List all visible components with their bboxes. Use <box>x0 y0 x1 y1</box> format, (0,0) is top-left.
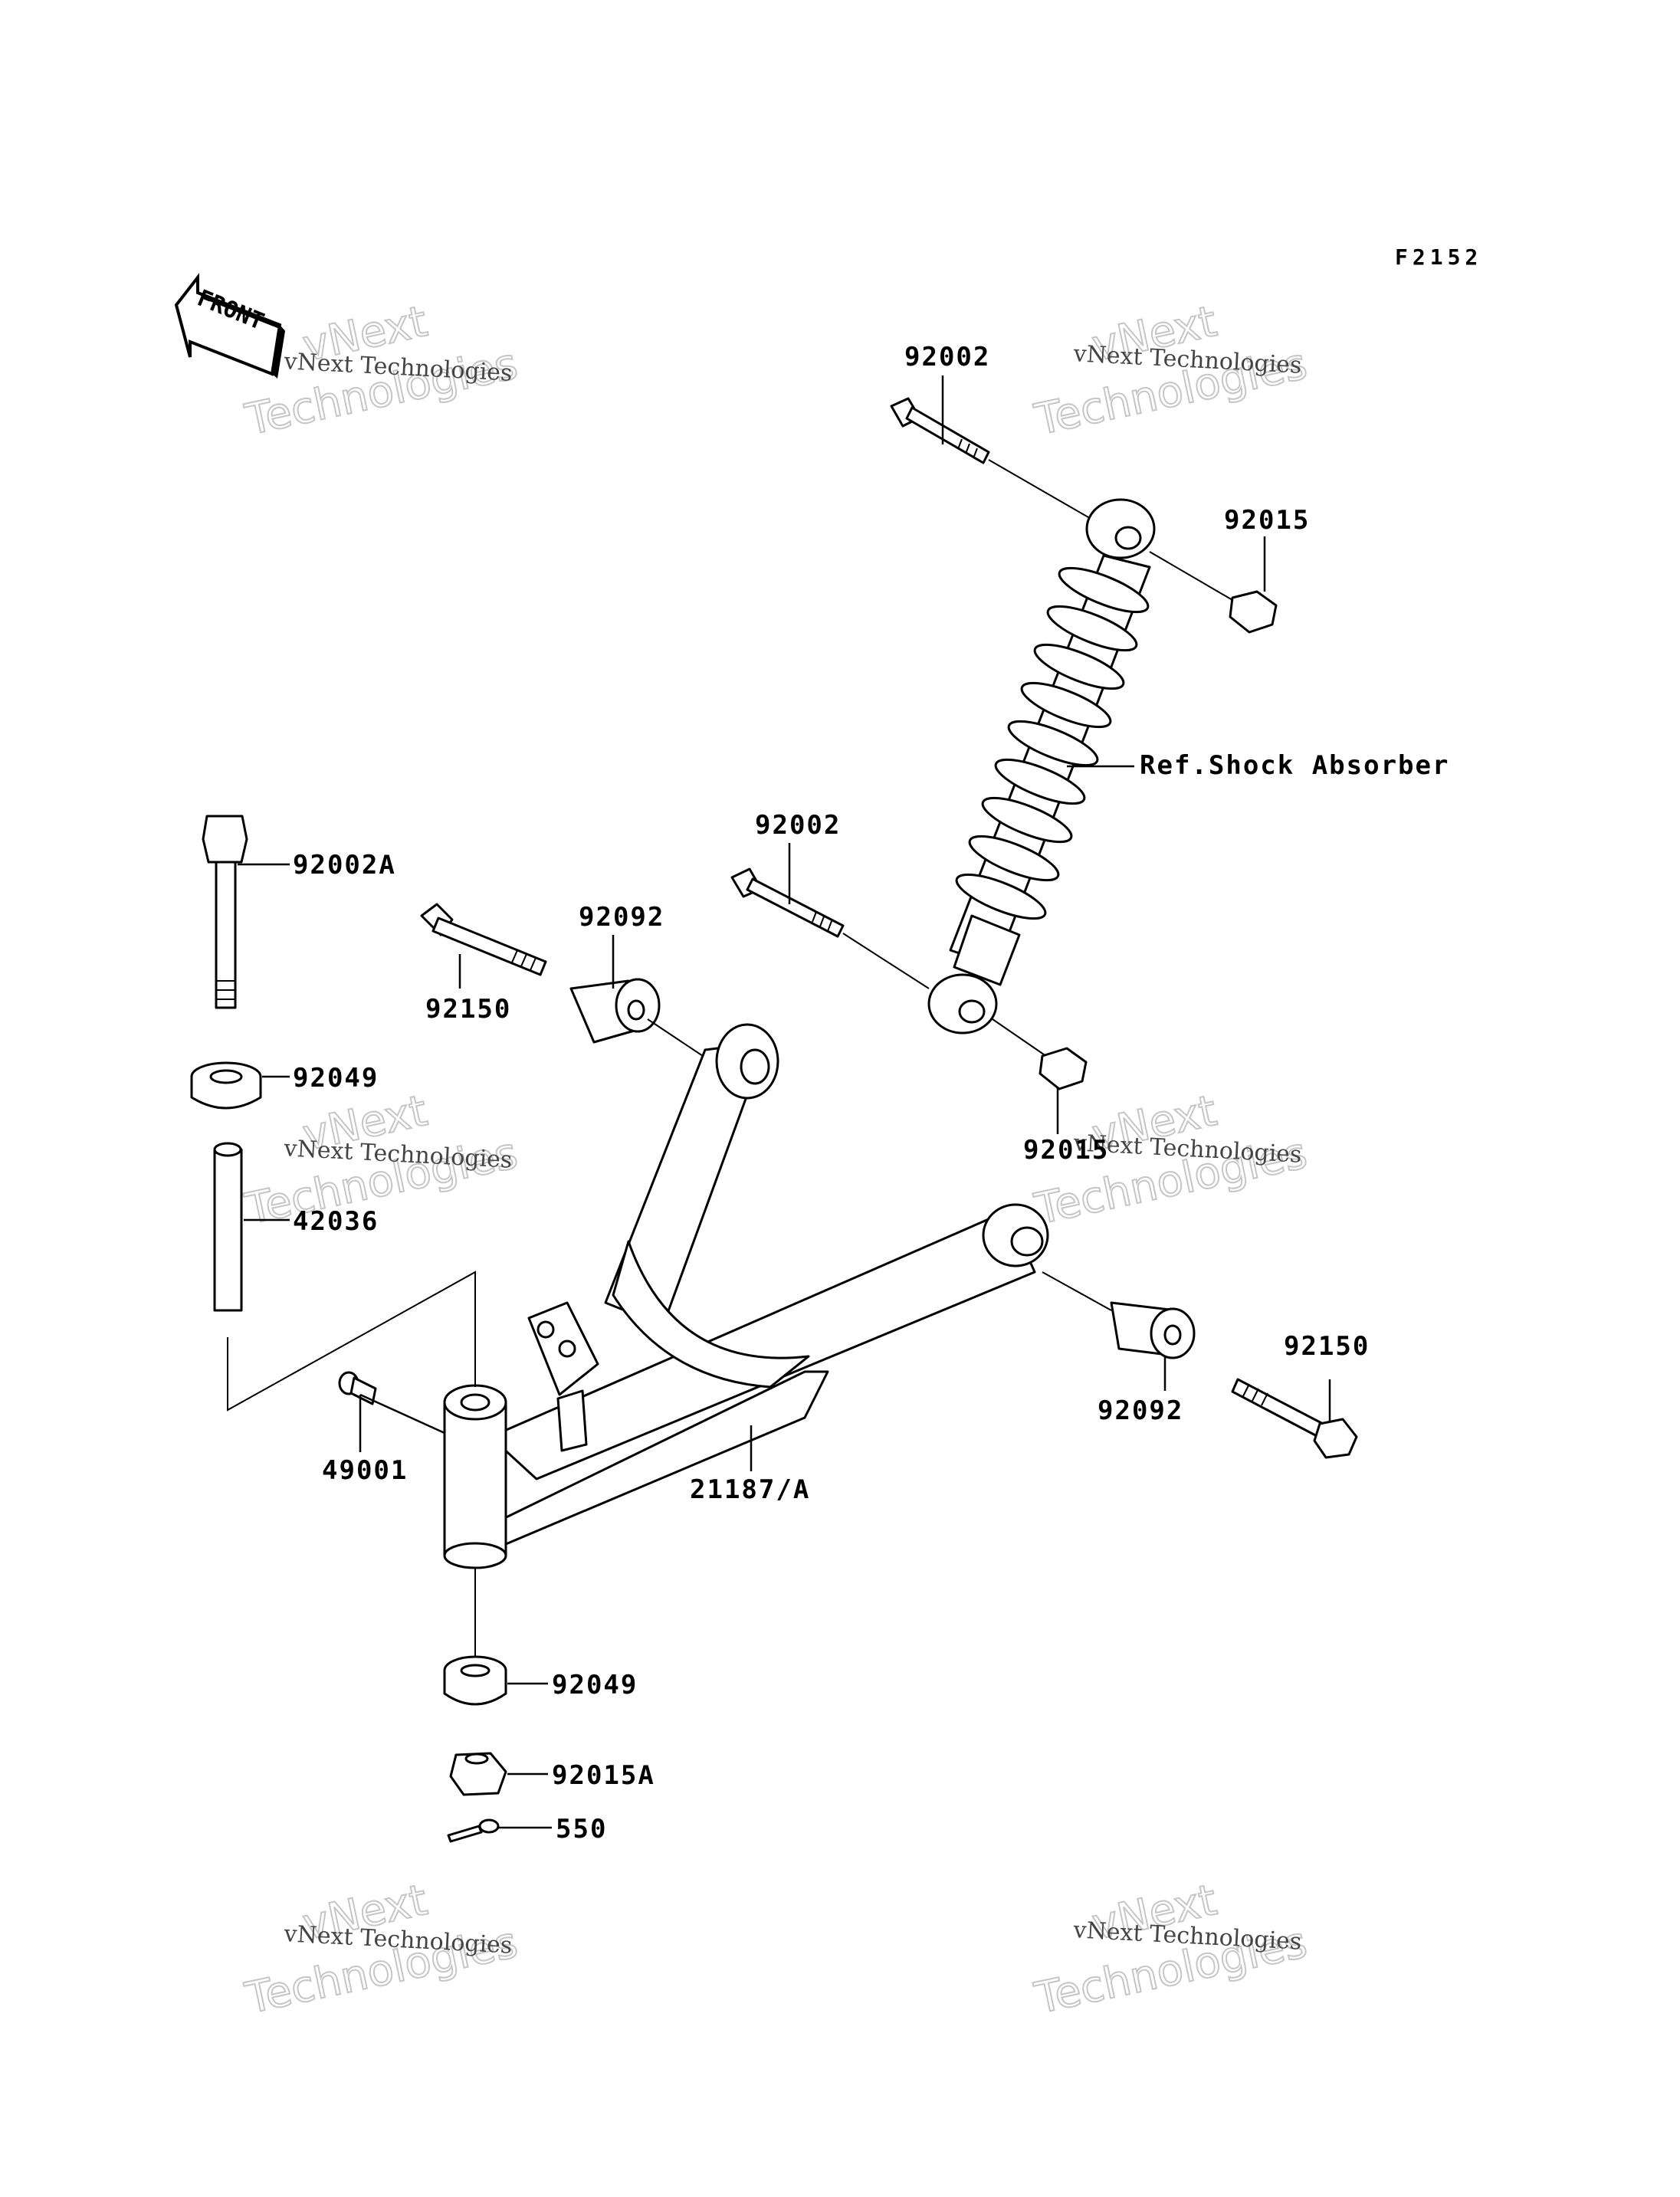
bolt-92002-mid <box>730 867 845 938</box>
callout-92015A: 92015A <box>552 1760 655 1791</box>
callout-550: 550 <box>556 1814 607 1844</box>
shock-absorber <box>927 498 1156 1035</box>
callout-92015-mid: 92015 <box>1023 1135 1109 1166</box>
bolt-92150-right <box>1231 1378 1358 1459</box>
bolt-92002A <box>202 815 248 1009</box>
callout-92049-bottom: 92049 <box>552 1670 638 1700</box>
watermark: vNext Technologies vNext Technologies vN… <box>240 296 1311 2025</box>
callout-49001: 49001 <box>322 1455 408 1486</box>
callout-92092-left: 92092 <box>579 902 664 933</box>
callout-92049-top: 92049 <box>293 1063 379 1094</box>
leader-lines <box>238 375 1331 1829</box>
callout-92002-mid: 92002 <box>755 810 841 841</box>
callout-21187A: 21187/A <box>690 1474 810 1505</box>
cotter-pin-550 <box>447 1818 500 1843</box>
bushing-92092-left <box>569 978 661 1044</box>
figure-code: F2152 <box>1395 244 1482 270</box>
bushing-92092-right <box>1110 1301 1196 1359</box>
grommet-92049-bottom <box>443 1655 507 1706</box>
bolt-92002-top <box>890 397 990 464</box>
callout-92150-left: 92150 <box>425 994 511 1025</box>
callout-labels: 92002 92015 Ref.Shock Absorber 92002 920… <box>293 342 1449 1844</box>
front-arrow-icon: FRONT <box>174 273 285 379</box>
callout-92002A: 92002A <box>293 850 396 880</box>
callout-92150-right: 92150 <box>1284 1331 1370 1362</box>
callout-42036: 42036 <box>293 1206 379 1237</box>
callout-92002-top: 92002 <box>904 342 990 372</box>
nut-92015A <box>449 1752 507 1796</box>
callout-ref-shock-absorber: Ref.Shock Absorber <box>1140 750 1449 781</box>
callout-92015-top: 92015 <box>1224 505 1310 536</box>
bolt-92150-left <box>420 903 547 976</box>
callout-92092-right: 92092 <box>1098 1395 1183 1426</box>
nut-92015-top <box>1229 590 1278 634</box>
a-arm-21187 <box>443 1023 1049 1569</box>
collar-42036 <box>213 1142 243 1312</box>
grommet-92049-top <box>190 1061 262 1110</box>
grease-fitting-49001 <box>338 1371 377 1405</box>
nut-92015-mid <box>1039 1047 1088 1090</box>
